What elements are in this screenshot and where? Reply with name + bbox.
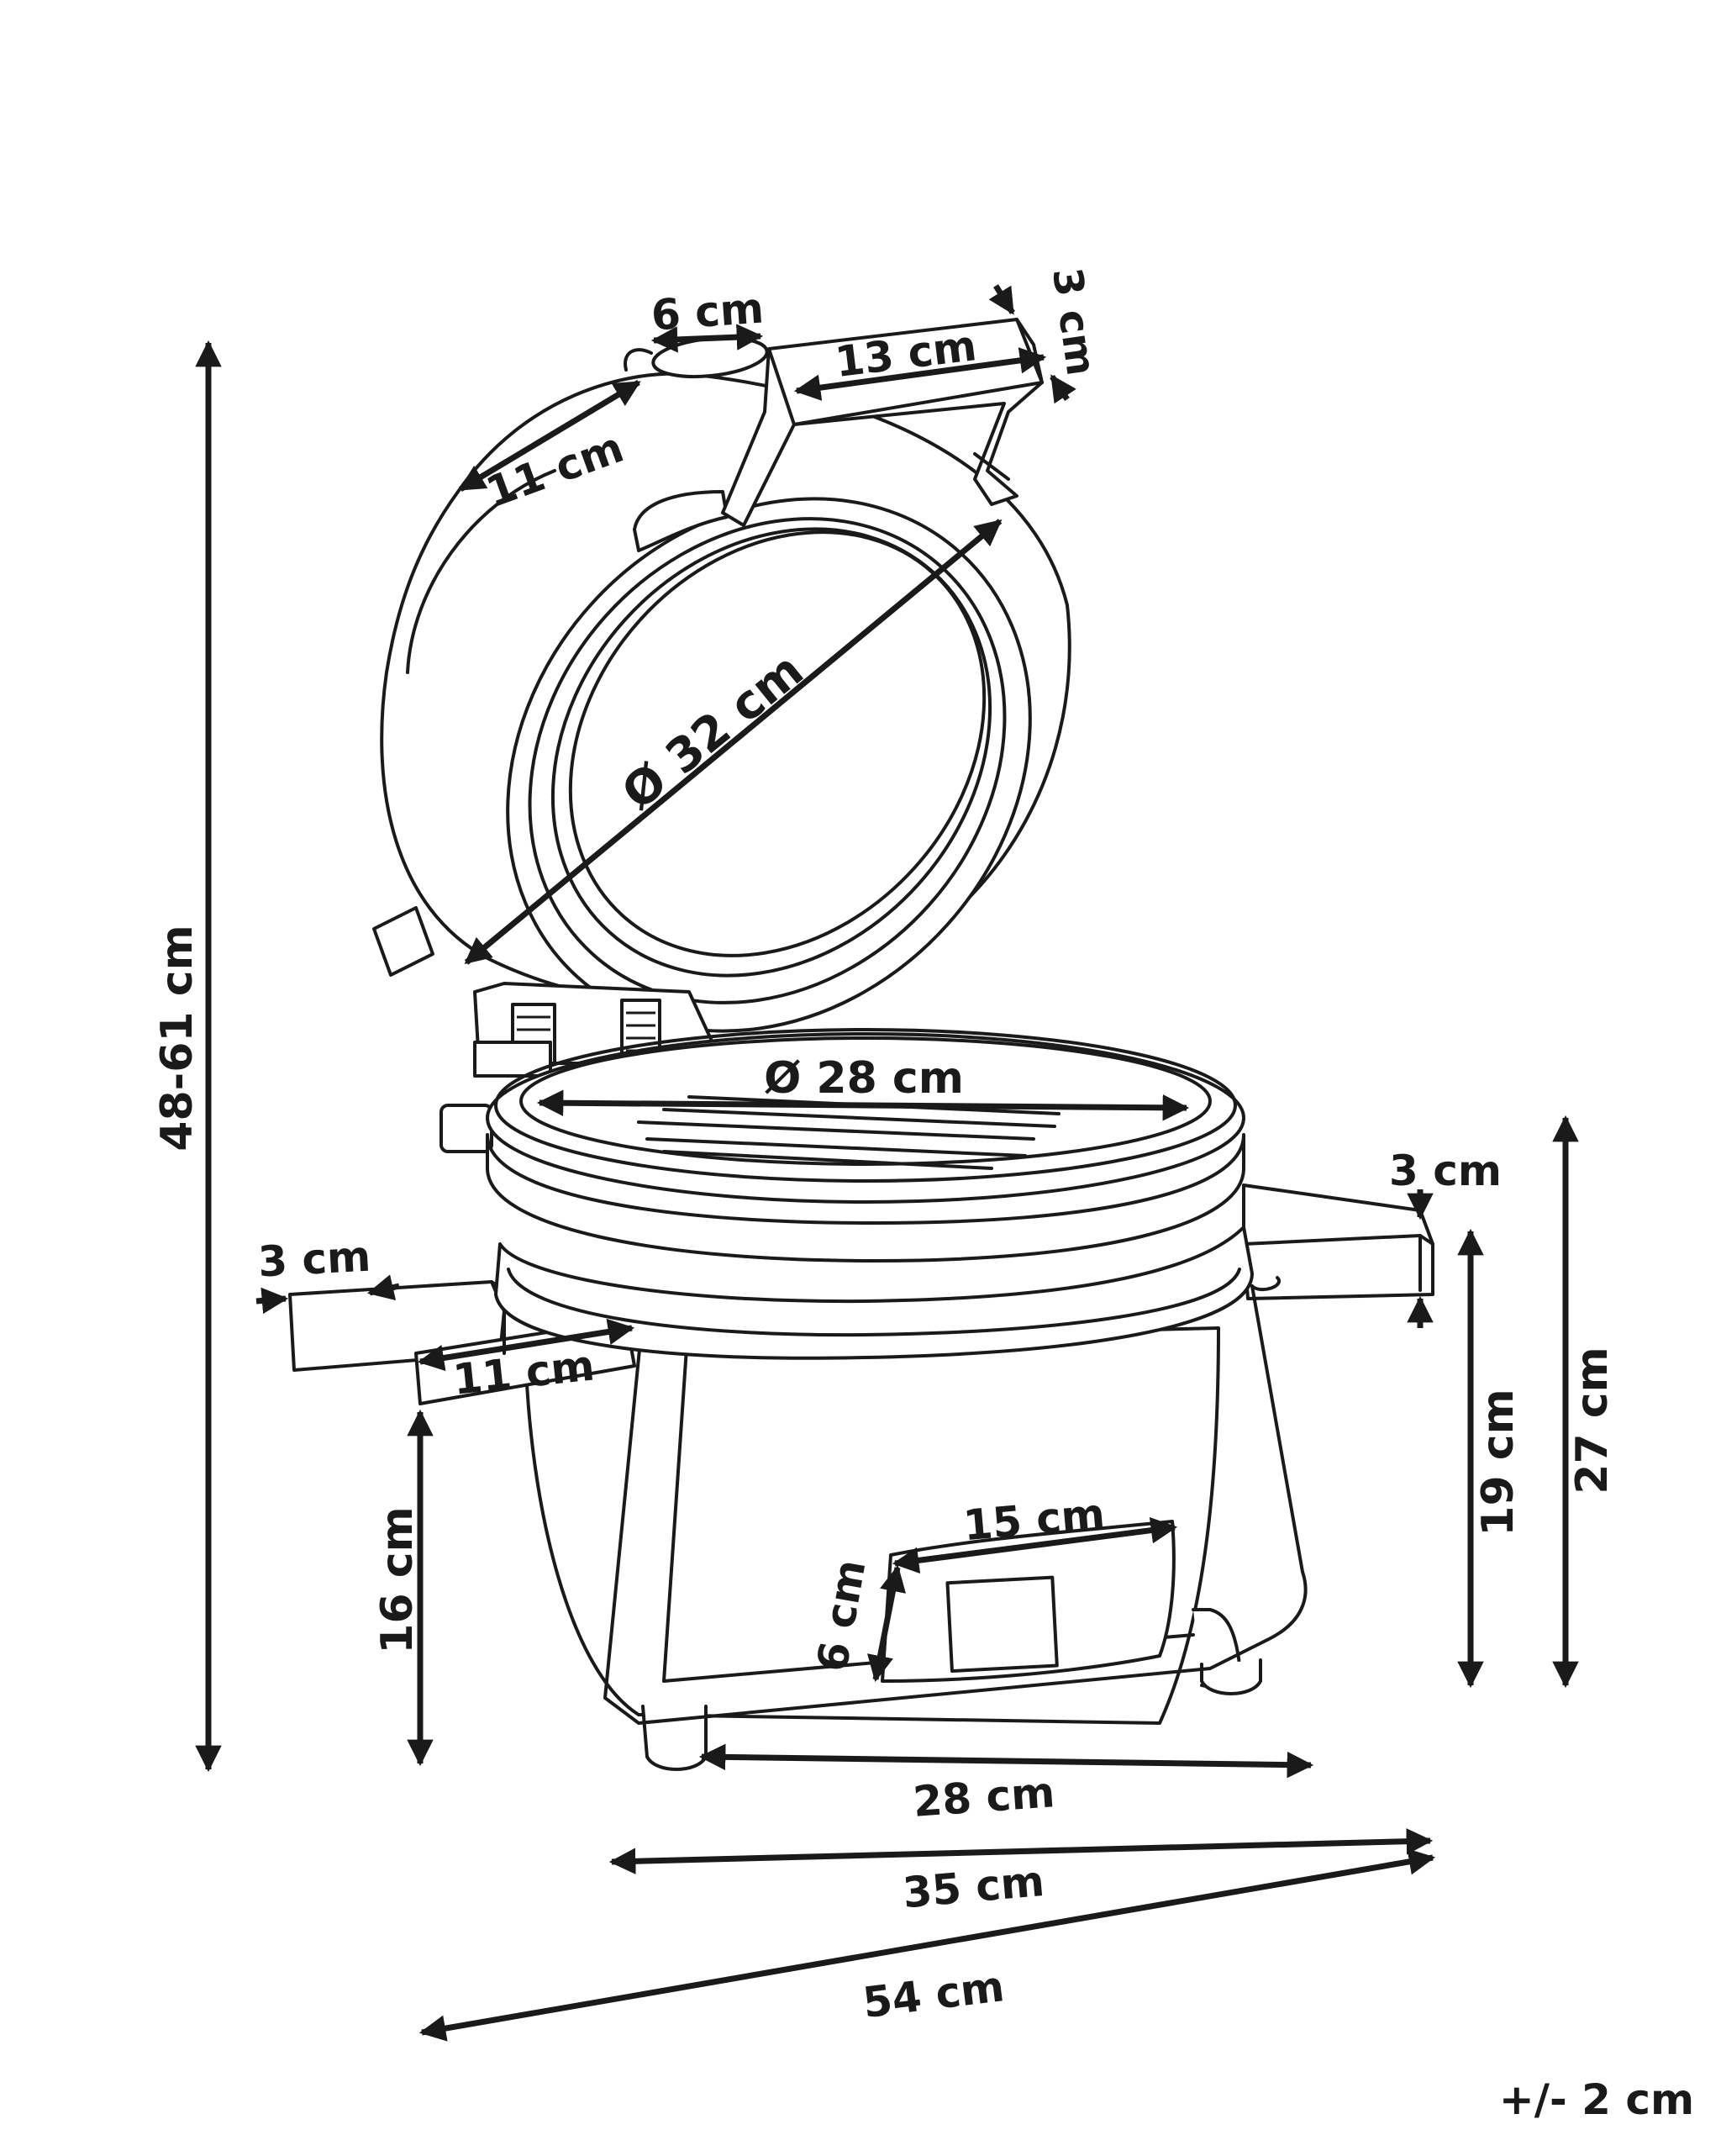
total-height-label: 48-61 cm	[152, 925, 203, 1151]
lid-side-arrow	[458, 379, 641, 493]
vent-width-arrow	[892, 1517, 1178, 1574]
body-height-label: 27 cm	[1567, 1347, 1618, 1494]
lid-handle-height-label: 3 cm	[1043, 265, 1104, 378]
lid-vent-width-label: 6 cm	[650, 283, 766, 340]
tolerance-label: +/- 2 cm	[1499, 2075, 1694, 2124]
left-handle-thickness-arrow-left	[255, 1287, 289, 1315]
base-height-label: 16 cm	[372, 1506, 423, 1653]
vent-height-arrow	[866, 1564, 907, 1683]
total-width-label: 54 cm	[860, 1962, 1008, 2027]
lid-handle-height-arrow-bottom	[1050, 374, 1076, 404]
dimension-lines	[195, 284, 1579, 2042]
total-width-arrow	[418, 1848, 1436, 2042]
body-width-label: 35 cm	[901, 1857, 1046, 1917]
grill-illustration	[288, 318, 1434, 1771]
grill-diameter-label: Ø 28 cm	[764, 1053, 964, 1104]
left-handle-length-arrow	[417, 1318, 635, 1372]
lid-handle-arrow	[793, 347, 1047, 401]
lid-handle-height-arrow-top	[988, 284, 1015, 315]
right-handle-height-label: 19 cm	[1473, 1389, 1524, 1536]
base-width-arrow	[698, 1743, 1314, 1779]
left-handle-thickness-label: 3 cm	[257, 1232, 372, 1287]
grill-diameter-arrow	[536, 1089, 1190, 1121]
lid-diameter-arrow	[464, 519, 1003, 965]
base-width-label: 28 cm	[912, 1768, 1056, 1827]
right-handle-thickness-label: 3 cm	[1389, 1147, 1502, 1195]
lid-vent-arrow	[650, 324, 764, 353]
left-handle-thickness-arrow-right	[366, 1274, 400, 1301]
